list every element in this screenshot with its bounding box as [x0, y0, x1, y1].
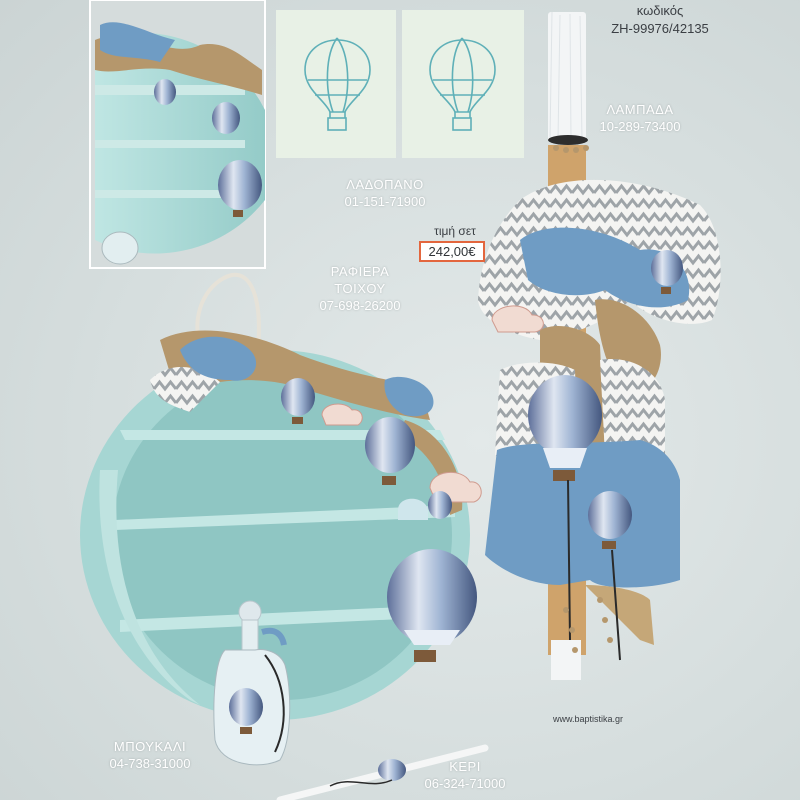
bottle-name: ΜΠΟΥΚΑΛΙ — [113, 739, 187, 754]
oil-cloth-panels — [276, 10, 524, 158]
inset-shelf-photo — [89, 0, 266, 269]
website-watermark: www.baptistika.gr — [553, 714, 624, 724]
wall-shelf-name-line2: ΤΟΙΧΟΥ — [334, 281, 386, 296]
wall-shelf — [80, 272, 482, 720]
oil-cloth-label: ΛΑΔΟΠΑΝΟ 01-151-71900 — [325, 176, 445, 210]
candle-name: ΛΑΜΠΑΔΑ — [606, 102, 674, 117]
bottle-label: ΜΠΟΥΚΑΛΙ 04-738-31000 — [90, 738, 210, 772]
wall-shelf-code: 07-698-26200 — [319, 298, 401, 313]
set-code-label: κωδικός — [636, 3, 684, 18]
wax-label: ΚΕΡΙ 06-324-71000 — [410, 758, 520, 792]
candle — [478, 11, 721, 680]
oil-cloth-name: ΛΑΔΟΠΑΝΟ — [346, 177, 424, 192]
set-code-value: ZH-99976/42135 — [611, 21, 709, 36]
wax-taper — [276, 744, 489, 800]
candle-code: 10-289-73400 — [599, 119, 681, 134]
price-badge: 242,00€ — [419, 241, 485, 262]
oil-cloth-code: 01-151-71900 — [344, 194, 426, 209]
price-label: τιμή σετ — [434, 224, 476, 238]
bottle-code: 04-738-31000 — [109, 756, 191, 771]
wax-code: 06-324-71000 — [424, 776, 506, 791]
candle-label: ΛΑΜΠΑΔΑ 10-289-73400 — [585, 101, 695, 135]
wax-name: ΚΕΡΙ — [449, 759, 481, 774]
bottle — [213, 600, 291, 766]
wall-shelf-name-line1: ΡΑΦΙΕΡΑ — [330, 264, 390, 279]
wall-shelf-label: ΡΑΦΙΕΡΑ ΤΟΙΧΟΥ 07-698-26200 — [300, 263, 420, 314]
set-code: κωδικός ZH-99976/42135 — [585, 2, 735, 38]
